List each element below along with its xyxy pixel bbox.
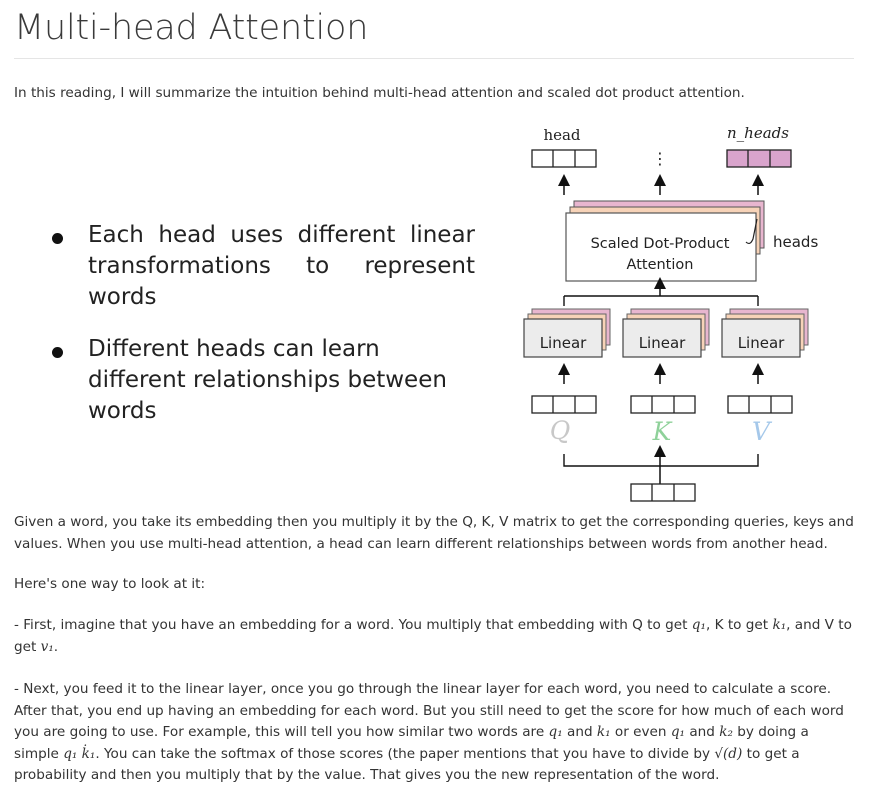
linear-stack-q (523, 308, 611, 358)
linear-label-v: Linear (738, 334, 785, 352)
paragraph-1: Given a word, you take its embedding the… (14, 514, 854, 552)
page-title: Multi-head Attention (14, 8, 369, 48)
v-vector (727, 395, 793, 414)
multi-head-attention-diagram: head n_heads ⋮ Scaled Dot-Product Attent… (523, 124, 818, 502)
k-vector (630, 395, 696, 414)
intro-paragraph: In this reading, I will summarize the in… (14, 85, 745, 101)
embedding-vector (630, 483, 696, 502)
split-bracket (563, 454, 759, 467)
bullet-dot-icon (52, 233, 63, 244)
slide-bullet-text: Different heads can learn different rela… (88, 336, 447, 424)
title-divider (14, 58, 854, 59)
head-output-vector (531, 149, 597, 168)
linear-label-k: Linear (639, 334, 686, 352)
attention-label-line1: Scaled Dot-Product (591, 236, 730, 252)
n-heads-label: n_heads (727, 124, 789, 142)
head-label: head (543, 126, 580, 144)
bullet-dot-icon (52, 347, 63, 358)
linear-stack-v (721, 308, 809, 358)
attention-stack (565, 200, 765, 282)
paragraph-3: - First, imagine that you have an embedd… (14, 617, 852, 655)
linear-label-q: Linear (540, 334, 587, 352)
q-vector (531, 395, 597, 414)
slide-bullets: Each head uses different linear transfor… (50, 220, 475, 448)
slide-bullet-2: Different heads can learn different rela… (50, 334, 475, 427)
ellipsis-icon: ⋮ (652, 149, 668, 168)
n-head-output-vector (726, 149, 792, 168)
v-label: V (752, 417, 773, 446)
slide-bullet-1: Each head uses different linear transfor… (50, 220, 475, 313)
linear-stack-k (622, 308, 710, 358)
paragraph-4: - Next, you feed it to the linear layer,… (14, 681, 844, 783)
k-label: K (652, 417, 673, 446)
slide-bullet-text: Each head uses different linear transfor… (88, 222, 475, 310)
q-label: Q (550, 416, 571, 445)
paragraph-2: Here's one way to look at it: (14, 576, 206, 592)
heads-label: heads (773, 233, 818, 251)
brace-icon (745, 218, 758, 245)
attention-label-line2: Attention (627, 257, 694, 273)
